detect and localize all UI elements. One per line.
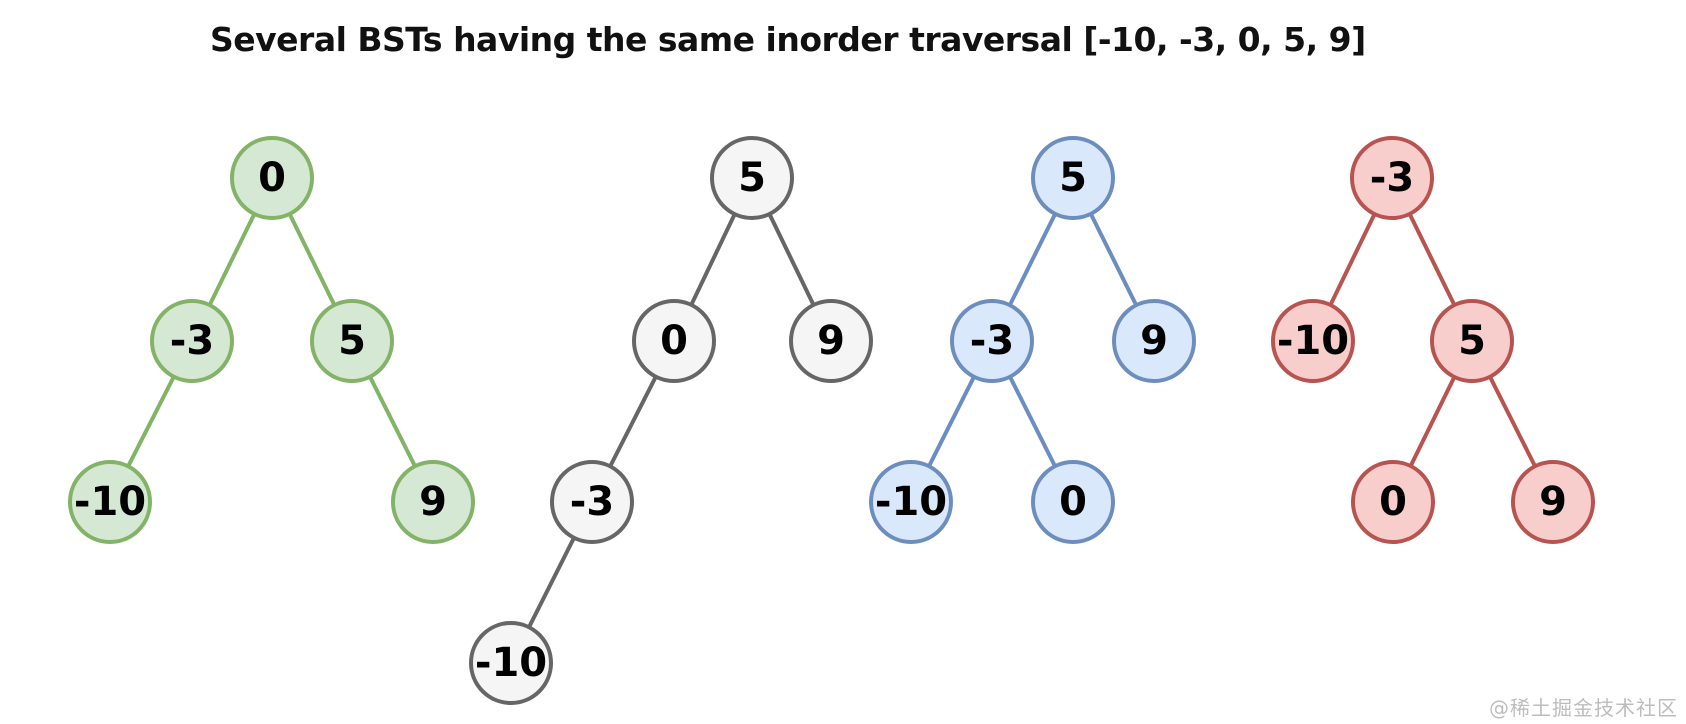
watermark-text: @稀土掘金技术社区 — [1489, 696, 1678, 720]
tree-node: -3 — [1350, 136, 1434, 220]
tree-node: 5 — [1430, 299, 1514, 383]
tree-node: 0 — [230, 136, 314, 220]
tree-node: 9 — [1112, 299, 1196, 383]
tree-node: 9 — [391, 460, 475, 544]
diagram-title: Several BSTs having the same inorder tra… — [210, 20, 1366, 59]
tree-node: 0 — [1031, 460, 1115, 544]
tree-node: 9 — [789, 299, 873, 383]
tree-node: 5 — [710, 136, 794, 220]
tree-node: 5 — [1031, 136, 1115, 220]
tree-node: -10 — [1271, 299, 1355, 383]
tree-node: -3 — [950, 299, 1034, 383]
tree-node: 0 — [632, 299, 716, 383]
tree-node: -3 — [150, 299, 234, 383]
tree-node: -10 — [469, 621, 553, 705]
tree-node: -10 — [869, 460, 953, 544]
tree-node: 5 — [310, 299, 394, 383]
tree-node: -3 — [550, 460, 634, 544]
tree-node: 0 — [1351, 460, 1435, 544]
tree-node: 9 — [1511, 460, 1595, 544]
tree-node: -10 — [68, 460, 152, 544]
